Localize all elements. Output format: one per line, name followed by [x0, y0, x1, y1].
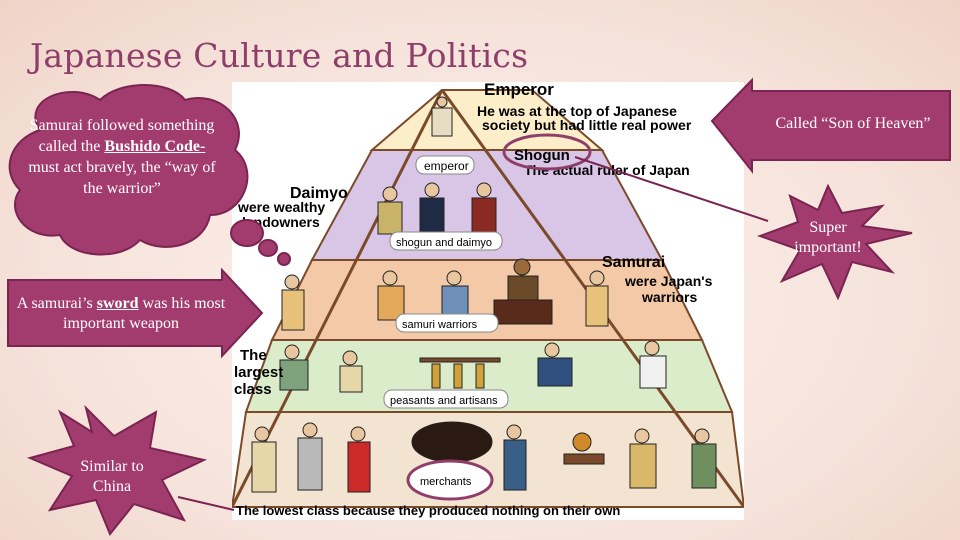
sword-callout-text: A samurai’s sword was his most important…: [14, 294, 228, 334]
merchants-highlight-circle: [406, 459, 494, 501]
slide-title: Japanese Culture and Politics: [30, 36, 529, 75]
emperor-heading: Emperor: [484, 82, 554, 99]
daimyo-description-line-2: landowners: [242, 214, 320, 230]
bushido-code-term: Bushido Code-: [104, 138, 206, 155]
sword-text-end: was his most important weapon: [63, 295, 226, 332]
shogun-highlight-circle: [502, 133, 592, 171]
samurai-description-line-1: were Japan's: [624, 273, 713, 289]
emperor-description-line-2: society but had little real power: [482, 117, 692, 133]
daimyo-description-line-1: were wealthy: [237, 199, 325, 215]
bushido-text-start: Samurai followed something called the: [29, 117, 215, 155]
largest-label-line-1: The: [240, 347, 267, 364]
daimyo-heading: Daimyo: [290, 185, 348, 202]
bushido-cloud-text: Samurai followed something called the Bu…: [28, 115, 216, 199]
emperor-tag: emperor: [424, 159, 469, 173]
emperor-description-line-1: He was at the top of Japanese: [477, 103, 677, 119]
samurai-description-line-2: warriors: [641, 289, 697, 305]
china-connector-line: [177, 496, 235, 511]
sword-term: sword: [96, 295, 139, 312]
bottom-caption: The lowest class because they produced n…: [236, 503, 620, 518]
emperor-callout-text: Called “Son of Heaven”: [775, 115, 931, 132]
social-pyramid-illustration: Emperor He was at the top of Japanese so…: [232, 82, 744, 520]
merchants-tag: merchants: [420, 476, 472, 488]
china-star-text: Similar to China: [80, 458, 144, 495]
shogun-star-text: Super important!: [794, 219, 862, 256]
peasants-tag: peasants and artisans: [390, 395, 498, 407]
daimyo-tag: shogun and daimyo: [396, 237, 492, 249]
largest-label-line-3: class: [234, 381, 272, 398]
largest-label-line-2: largest: [234, 364, 283, 381]
bushido-text-end: must act bravely, the “way of the warrio…: [28, 159, 216, 197]
samurai-heading: Samurai: [602, 254, 665, 271]
samurai-tag: samuri warriors: [402, 319, 478, 331]
sword-text-start: A samurai’s: [16, 295, 97, 312]
shogun-heading: Shogun: [514, 147, 570, 164]
